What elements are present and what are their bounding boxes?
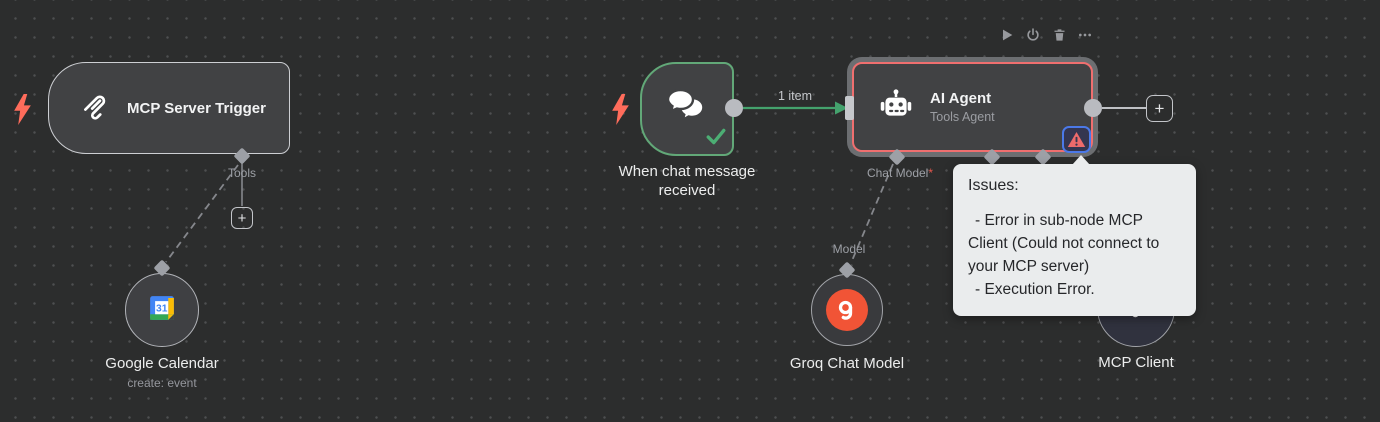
mcp-logo-icon: [79, 89, 113, 128]
wire-arrowhead: [835, 101, 848, 115]
google-calendar-icon: 31: [147, 293, 177, 328]
node-subtitle: Tools Agent: [930, 110, 995, 124]
play-icon[interactable]: [998, 26, 1016, 44]
trigger-bolt-icon: [13, 94, 32, 130]
issues-warning-badge[interactable]: [1062, 126, 1091, 153]
robot-icon: [878, 87, 914, 128]
trigger-bolt-icon: [611, 94, 630, 130]
agent-output-connector[interactable]: [1084, 99, 1102, 117]
node-groq-chat-model[interactable]: [811, 274, 883, 346]
node-mcp-server-trigger[interactable]: MCP Server Trigger: [48, 62, 290, 154]
groq-logo-icon: [826, 289, 868, 331]
chat-model-port-label: Chat Model*: [850, 166, 950, 180]
items-count-label: 1 item: [777, 89, 813, 103]
chat-model-label-text: Chat Model: [866, 166, 929, 180]
success-check-icon: [706, 128, 726, 150]
node-title: MCP Server Trigger: [127, 99, 266, 117]
issues-tooltip: Issues: - Error in sub-node MCP Client (…: [953, 155, 1196, 316]
agent-input-port[interactable]: [845, 96, 854, 120]
chat-trigger-label: When chat message received: [618, 163, 756, 199]
node-google-calendar[interactable]: 31: [125, 273, 199, 347]
node-toolbar: [998, 26, 1094, 44]
issues-tooltip-title: Issues:: [968, 177, 1019, 194]
trash-icon[interactable]: [1050, 26, 1068, 44]
model-port-label: Model: [832, 242, 866, 256]
groq-label: Groq Chat Model: [789, 355, 905, 372]
power-icon[interactable]: [1024, 26, 1042, 44]
add-tool-button[interactable]: +: [231, 207, 253, 229]
add-node-button[interactable]: +: [1146, 95, 1173, 122]
wire-tools-gcal-dashed: [165, 164, 239, 263]
mcp-client-label: MCP Client: [1098, 354, 1174, 371]
node-ai-agent[interactable]: AI Agent Tools Agent: [852, 62, 1093, 152]
chat-output-connector[interactable]: [725, 99, 743, 117]
gcal-label: Google Calendar: [105, 355, 219, 372]
required-marker: *: [928, 166, 934, 180]
issues-tooltip-item: - Error in sub-node MCP Client (Could no…: [968, 212, 1160, 275]
chat-bubbles-icon: [663, 87, 711, 132]
more-options-icon[interactable]: [1076, 26, 1094, 44]
node-when-chat-message-received[interactable]: [640, 62, 734, 156]
gcal-operation-label: create: event: [127, 376, 197, 390]
svg-text:31: 31: [156, 303, 168, 314]
wire-chatmodel-groq-dashed: [850, 163, 894, 264]
node-title: AI Agent: [930, 90, 992, 107]
tools-output-label: Tools: [227, 166, 256, 180]
warning-triangle-icon: [1067, 131, 1086, 148]
issues-tooltip-item: - Execution Error.: [975, 281, 1095, 298]
